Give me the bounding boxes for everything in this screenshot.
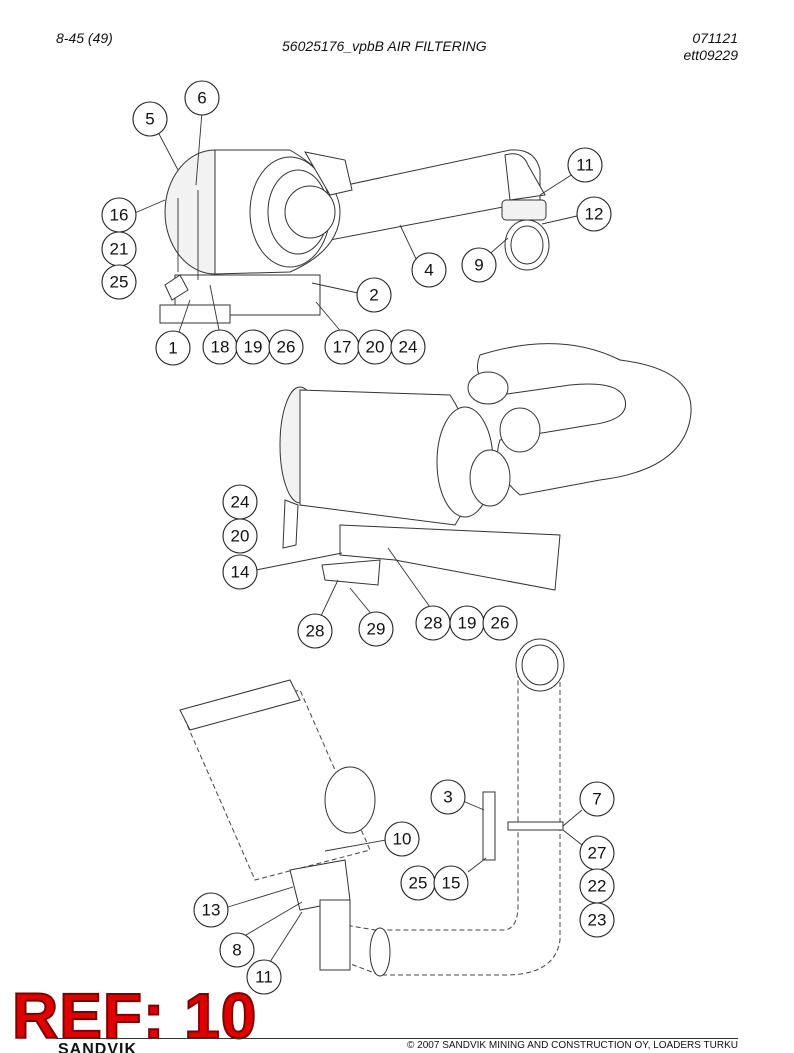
callout-24: 24 <box>390 329 426 365</box>
svg-text:1: 1 <box>168 339 177 358</box>
svg-text:14: 14 <box>231 563 250 582</box>
callout-26: 26 <box>268 329 304 365</box>
callout-25: 25 <box>400 865 436 901</box>
callout-24: 24 <box>222 484 258 520</box>
svg-text:2: 2 <box>369 286 378 305</box>
callout-23: 23 <box>579 902 615 938</box>
callout-9: 9 <box>461 247 497 283</box>
svg-text:11: 11 <box>576 156 594 175</box>
callout-18: 18 <box>202 329 238 365</box>
callout-13: 13 <box>193 892 229 928</box>
svg-text:17: 17 <box>333 338 352 357</box>
sandvik-logo: SANDVIK <box>58 1042 138 1053</box>
callout-11: 11 <box>246 959 282 995</box>
svg-text:20: 20 <box>231 527 250 546</box>
svg-text:11: 11 <box>255 968 273 987</box>
svg-text:21: 21 <box>110 240 129 259</box>
footer-divider <box>56 1038 738 1039</box>
svg-text:22: 22 <box>588 877 607 896</box>
callout-28: 28 <box>297 613 333 649</box>
svg-text:25: 25 <box>409 874 428 893</box>
callout-19: 19 <box>449 605 485 641</box>
callout-22: 22 <box>579 868 615 904</box>
callout-10: 10 <box>384 821 420 857</box>
svg-text:7: 7 <box>592 790 601 809</box>
callout-6: 6 <box>184 80 220 116</box>
svg-text:20: 20 <box>366 338 385 357</box>
svg-text:19: 19 <box>458 614 477 633</box>
page-reference: 8-45 (49) <box>56 30 113 46</box>
callout-2: 2 <box>356 277 392 313</box>
view-2-assembly <box>279 343 692 591</box>
svg-text:28: 28 <box>424 614 443 633</box>
callout-28: 28 <box>415 605 451 641</box>
callout-29: 29 <box>358 611 394 647</box>
callout-19: 19 <box>235 329 271 365</box>
view-1-assembly <box>159 149 550 324</box>
callout-17: 17 <box>324 329 360 365</box>
callout-4: 4 <box>411 252 447 288</box>
callout-8: 8 <box>219 932 255 968</box>
callout-15: 15 <box>433 865 469 901</box>
callout-20: 20 <box>222 518 258 554</box>
callout-25: 25 <box>101 264 137 300</box>
svg-text:5: 5 <box>145 110 154 129</box>
svg-text:10: 10 <box>393 830 412 849</box>
svg-text:25: 25 <box>110 273 129 292</box>
callout-20: 20 <box>357 329 393 365</box>
callout-21: 21 <box>101 231 137 267</box>
callout-1: 1 <box>155 330 191 366</box>
callout-16: 16 <box>101 197 137 233</box>
drawing-id: ett09229 <box>683 47 739 63</box>
svg-text:13: 13 <box>202 901 221 920</box>
svg-text:15: 15 <box>442 874 461 893</box>
svg-text:8: 8 <box>232 941 241 960</box>
svg-text:6: 6 <box>197 89 206 108</box>
svg-text:28: 28 <box>306 622 325 641</box>
svg-text:16: 16 <box>110 206 129 225</box>
footer-copyright: © 2007 SANDVIK MINING AND CONSTRUCTION O… <box>407 1040 738 1051</box>
drawing-code: 071121 <box>692 30 738 46</box>
svg-text:23: 23 <box>588 911 607 930</box>
svg-text:24: 24 <box>399 338 418 357</box>
svg-text:26: 26 <box>491 614 510 633</box>
callout-5: 5 <box>132 101 168 137</box>
callout-27: 27 <box>579 835 615 871</box>
svg-text:29: 29 <box>367 620 386 639</box>
svg-text:9: 9 <box>474 256 483 275</box>
callout-26: 26 <box>482 605 518 641</box>
svg-text:4: 4 <box>424 261 433 280</box>
svg-text:18: 18 <box>211 338 230 357</box>
view-3-assembly <box>179 638 565 977</box>
callout-14: 14 <box>222 554 258 590</box>
callout-3: 3 <box>430 779 466 815</box>
callout-7: 7 <box>579 781 615 817</box>
svg-text:24: 24 <box>231 493 250 512</box>
callout-11: 11 <box>567 147 603 183</box>
svg-text:26: 26 <box>277 338 296 357</box>
svg-text:3: 3 <box>443 788 452 807</box>
svg-text:19: 19 <box>244 338 263 357</box>
svg-text:27: 27 <box>588 844 607 863</box>
drawing-title: 56025176_vpbB AIR FILTERING <box>282 38 487 54</box>
svg-text:12: 12 <box>585 205 604 224</box>
callout-12: 12 <box>576 196 612 232</box>
